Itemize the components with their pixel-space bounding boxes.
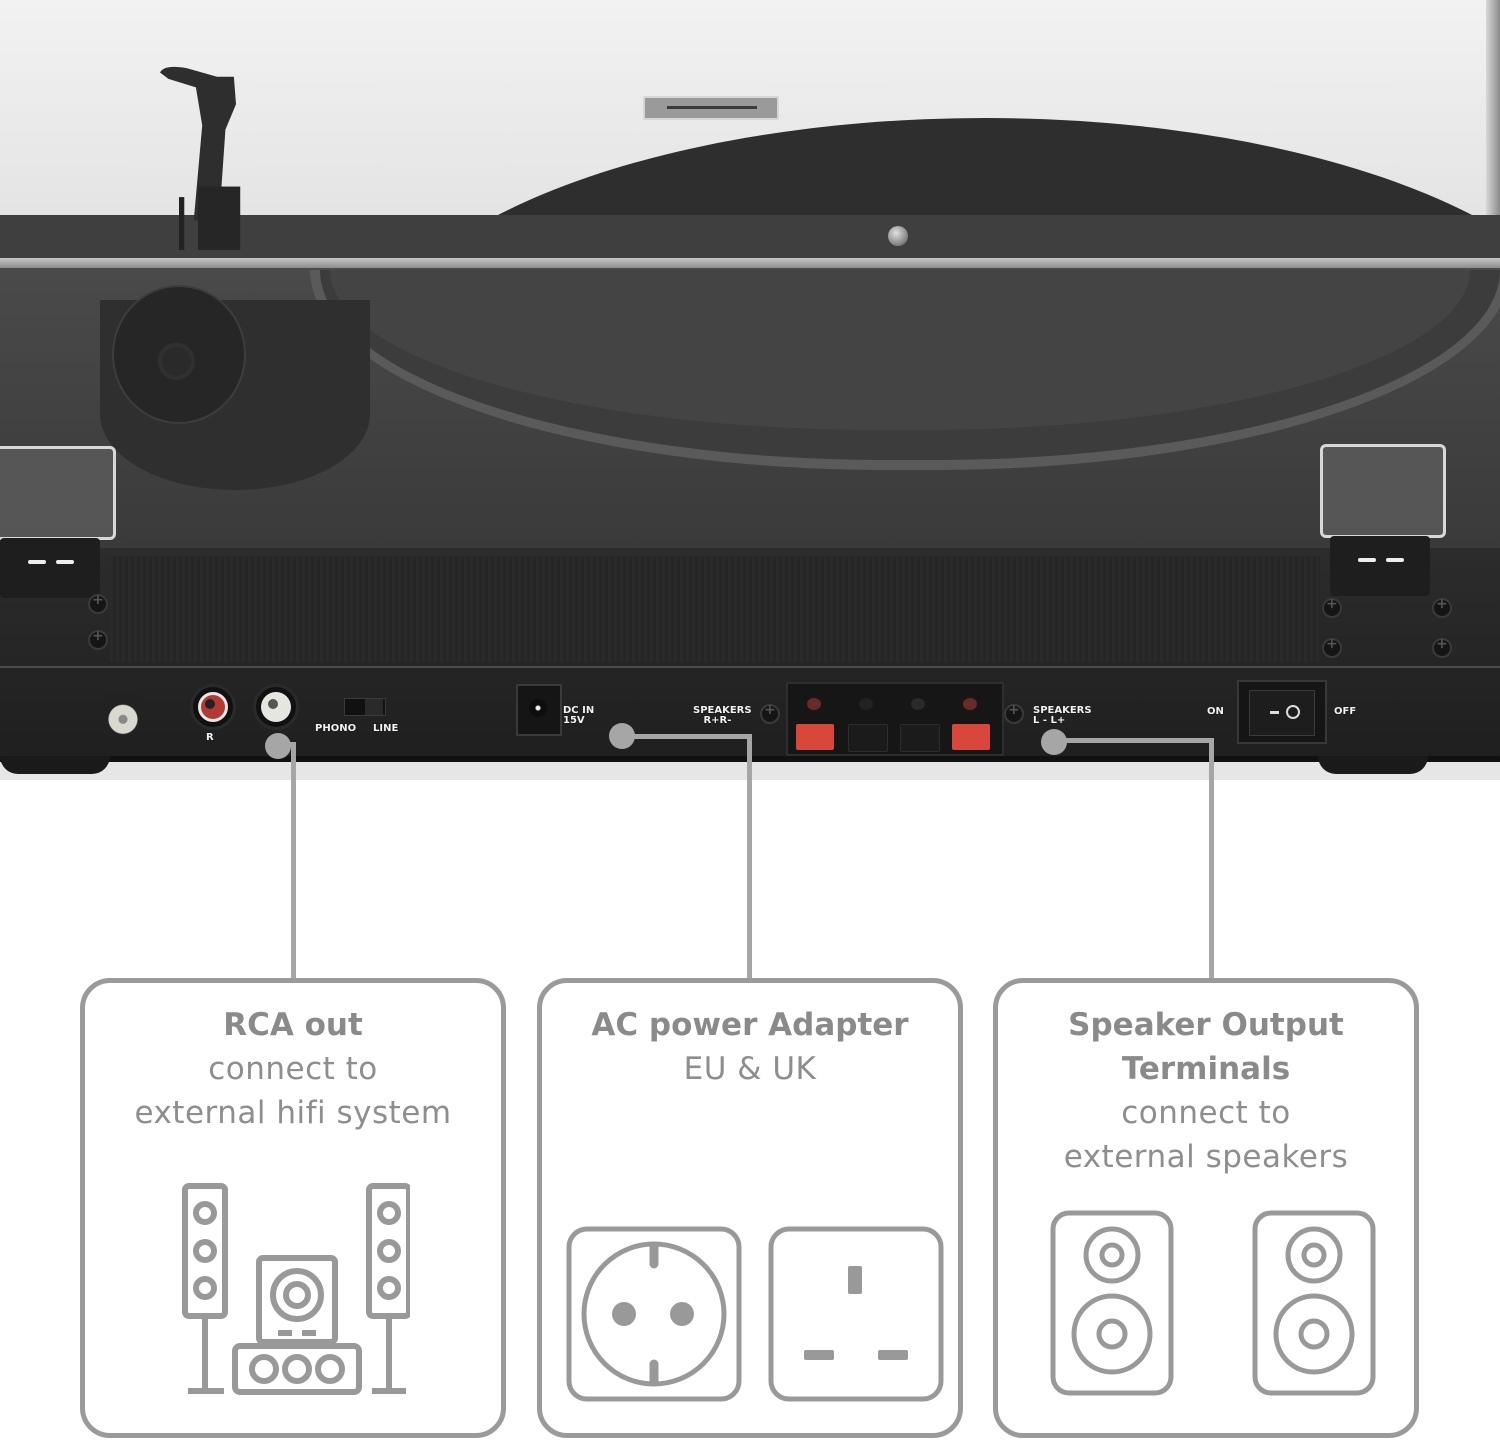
power-on-label: ON [1207, 706, 1224, 717]
phono-line-switch [344, 698, 386, 716]
hinge-right-cap [1320, 444, 1446, 538]
panel-divider [0, 666, 1500, 668]
plinth-top [0, 215, 1500, 265]
foot-right [1318, 756, 1428, 774]
card-title: AC power Adapter [591, 1007, 909, 1043]
speaker-icon [1050, 1210, 1174, 1396]
rca-jack-left [253, 684, 299, 730]
callout-line-dc-h [622, 734, 752, 739]
screw [1432, 636, 1452, 658]
card-subtitle-line: external speakers [1063, 1139, 1349, 1175]
lid-rail [0, 258, 1500, 268]
card-title-line: Terminals [1121, 1051, 1291, 1087]
hinge-left-cap [0, 446, 116, 540]
rca-jack-right [190, 684, 236, 730]
speaker-terminal-block [786, 682, 1004, 756]
ac-power-adapter-card: AC power Adapter EU & UK [537, 978, 963, 1438]
speakers-left-label: SPEAKERS L - L+ [1033, 705, 1092, 726]
phono-label: PHONO [315, 723, 357, 734]
callout-line-dc-v [747, 734, 752, 980]
rca-out-card: RCA out connect to external hifi system [80, 978, 506, 1438]
screw [1322, 596, 1342, 618]
screw [1432, 596, 1452, 618]
screw [1004, 702, 1024, 724]
screw [1322, 636, 1342, 658]
speaker-output-card: Speaker Output Terminals connect to exte… [993, 978, 1419, 1438]
speaker-icon [1252, 1210, 1376, 1396]
dc-in-label: DC IN 15V [563, 705, 595, 726]
ground-terminal [104, 692, 142, 736]
back-panel-upper [110, 556, 1320, 662]
card-title: RCA out [223, 1007, 363, 1043]
card-subtitle-line: external hifi system [134, 1095, 452, 1131]
home-theater-speakers-icon [180, 1181, 410, 1399]
card-subtitle-line: connect to [208, 1051, 378, 1087]
screw [88, 592, 108, 614]
power-off-label: OFF [1334, 706, 1357, 717]
card-subtitle-line: EU & UK [683, 1051, 817, 1087]
speakers-right-label: SPEAKERS R+R- [693, 705, 752, 726]
brand-badge [643, 96, 779, 120]
eu-socket-icon [566, 1226, 742, 1402]
turntable-photo: R PHONO LINE DC IN 15V SPEAKERS R+R- SPE… [0, 0, 1500, 780]
rca-right-label: R [206, 732, 214, 743]
line-label: LINE [373, 723, 399, 734]
power-rocker-switch [1249, 690, 1315, 736]
uk-socket-icon [768, 1226, 944, 1402]
callout-line-rca-h [278, 742, 296, 747]
callout-line-rca-v [291, 742, 296, 980]
counterweight [112, 285, 246, 424]
card-subtitle-line: connect to [1121, 1095, 1291, 1131]
dc-in-jack [516, 684, 562, 736]
spindle [888, 226, 908, 246]
foot-left [0, 756, 110, 774]
callout-line-speakers-h [1054, 738, 1214, 743]
hinge-left [0, 538, 100, 598]
card-title-line: Speaker Output [1068, 1007, 1344, 1043]
tonearm-headshell-icon [160, 66, 241, 250]
callout-line-speakers-v [1209, 738, 1214, 980]
hinge-right [1330, 536, 1430, 596]
screw [760, 702, 780, 724]
screw [88, 628, 108, 650]
